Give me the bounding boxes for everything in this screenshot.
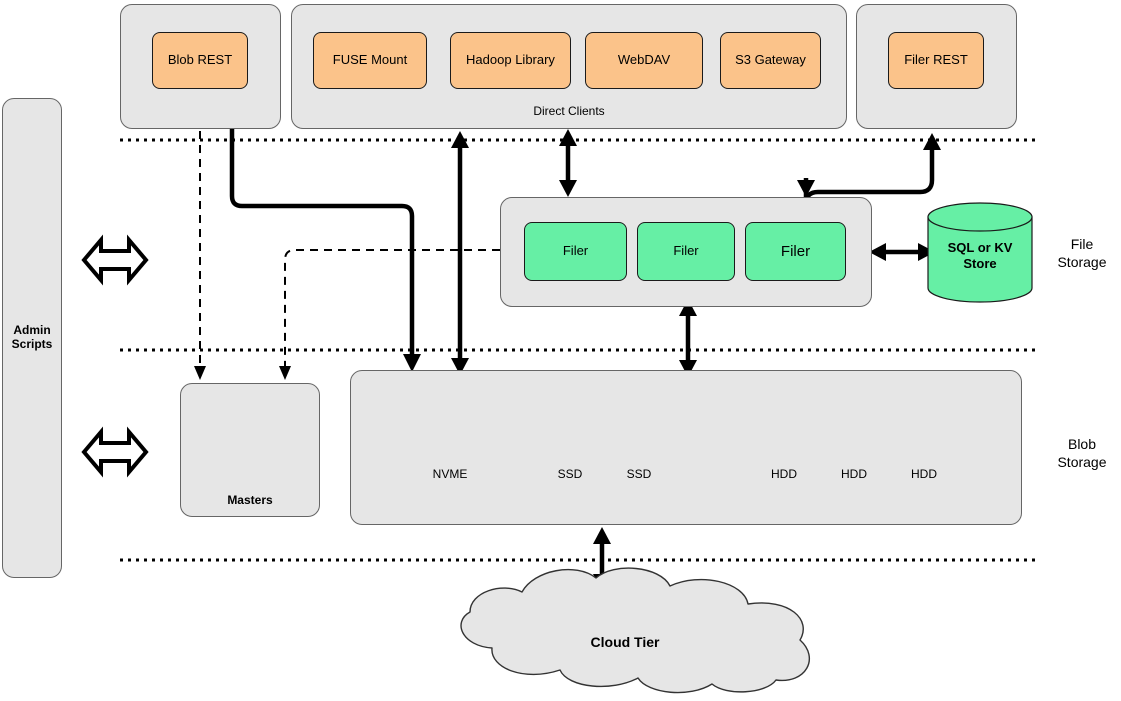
filer-node-2[interactable]: Filer	[637, 222, 735, 281]
filers-to-volumes-arrow	[679, 299, 697, 377]
file-storage-label-line2: Storage	[1057, 253, 1107, 270]
masters-label: Masters	[227, 493, 273, 507]
client-s3-gateway-label: S3 Gateway	[735, 52, 806, 68]
direct-clients-caption: Direct Clients	[533, 104, 605, 118]
blob-storage-side-label: Blob Storage	[1046, 436, 1118, 471]
masters-group[interactable]	[180, 383, 320, 517]
client-hadoop-library-label: Hadoop Library	[466, 52, 555, 68]
direct-clients-to-filers-arrow	[559, 129, 577, 197]
blob-storage-label-line1: Blob	[1067, 436, 1097, 452]
sql-kv-store-cylinder	[927, 202, 1033, 303]
blob-rest-to-volumes-arrow	[229, 128, 421, 372]
client-filer-rest-label: Filer REST	[904, 52, 968, 68]
file-storage-label-line1: File	[1070, 236, 1094, 252]
tier-divider-lines	[120, 138, 1040, 562]
client-s3-gateway[interactable]: S3 Gateway	[720, 32, 821, 89]
admin-filer-bidirectional-arrow	[81, 234, 149, 286]
client-fuse-mount-label: FUSE Mount	[332, 52, 408, 68]
client-fuse-mount[interactable]: FUSE Mount	[313, 32, 427, 89]
filer-node-3-label: Filer	[780, 242, 811, 260]
filer-node-2-label: Filer	[673, 243, 699, 259]
filer-node-3[interactable]: Filer	[745, 222, 846, 281]
client-blob-rest[interactable]: Blob REST	[152, 32, 248, 89]
admin-scripts-box[interactable]: Admin Scripts	[2, 98, 62, 578]
admin-blob-bidirectional-arrow	[81, 426, 149, 478]
client-filer-rest[interactable]: Filer REST	[888, 32, 984, 89]
filer-to-masters-dashed-arrow	[279, 249, 500, 380]
admin-to-masters-dashed-arrow	[194, 131, 206, 380]
filer-rest-to-filers-arrow	[797, 133, 941, 207]
cloud-tier-shape	[460, 567, 811, 694]
direct-clients-to-volumes-arrow	[451, 131, 469, 375]
filer-node-1-label: Filer	[562, 243, 589, 259]
blob-storage-label-line2: Storage	[1057, 453, 1107, 470]
admin-scripts-label-line1: Admin	[13, 323, 51, 338]
client-webdav-label: WebDAV	[617, 52, 671, 68]
admin-scripts-label-line2: Scripts	[11, 337, 53, 351]
file-storage-side-label: File Storage	[1046, 236, 1118, 271]
client-webdav[interactable]: WebDAV	[585, 32, 703, 89]
filers-to-metastore-arrow	[869, 243, 935, 261]
client-blob-rest-label: Blob REST	[167, 52, 233, 68]
volume-servers-group	[350, 370, 1022, 525]
client-hadoop-library[interactable]: Hadoop Library	[450, 32, 571, 89]
filer-node-1[interactable]: Filer	[524, 222, 627, 281]
